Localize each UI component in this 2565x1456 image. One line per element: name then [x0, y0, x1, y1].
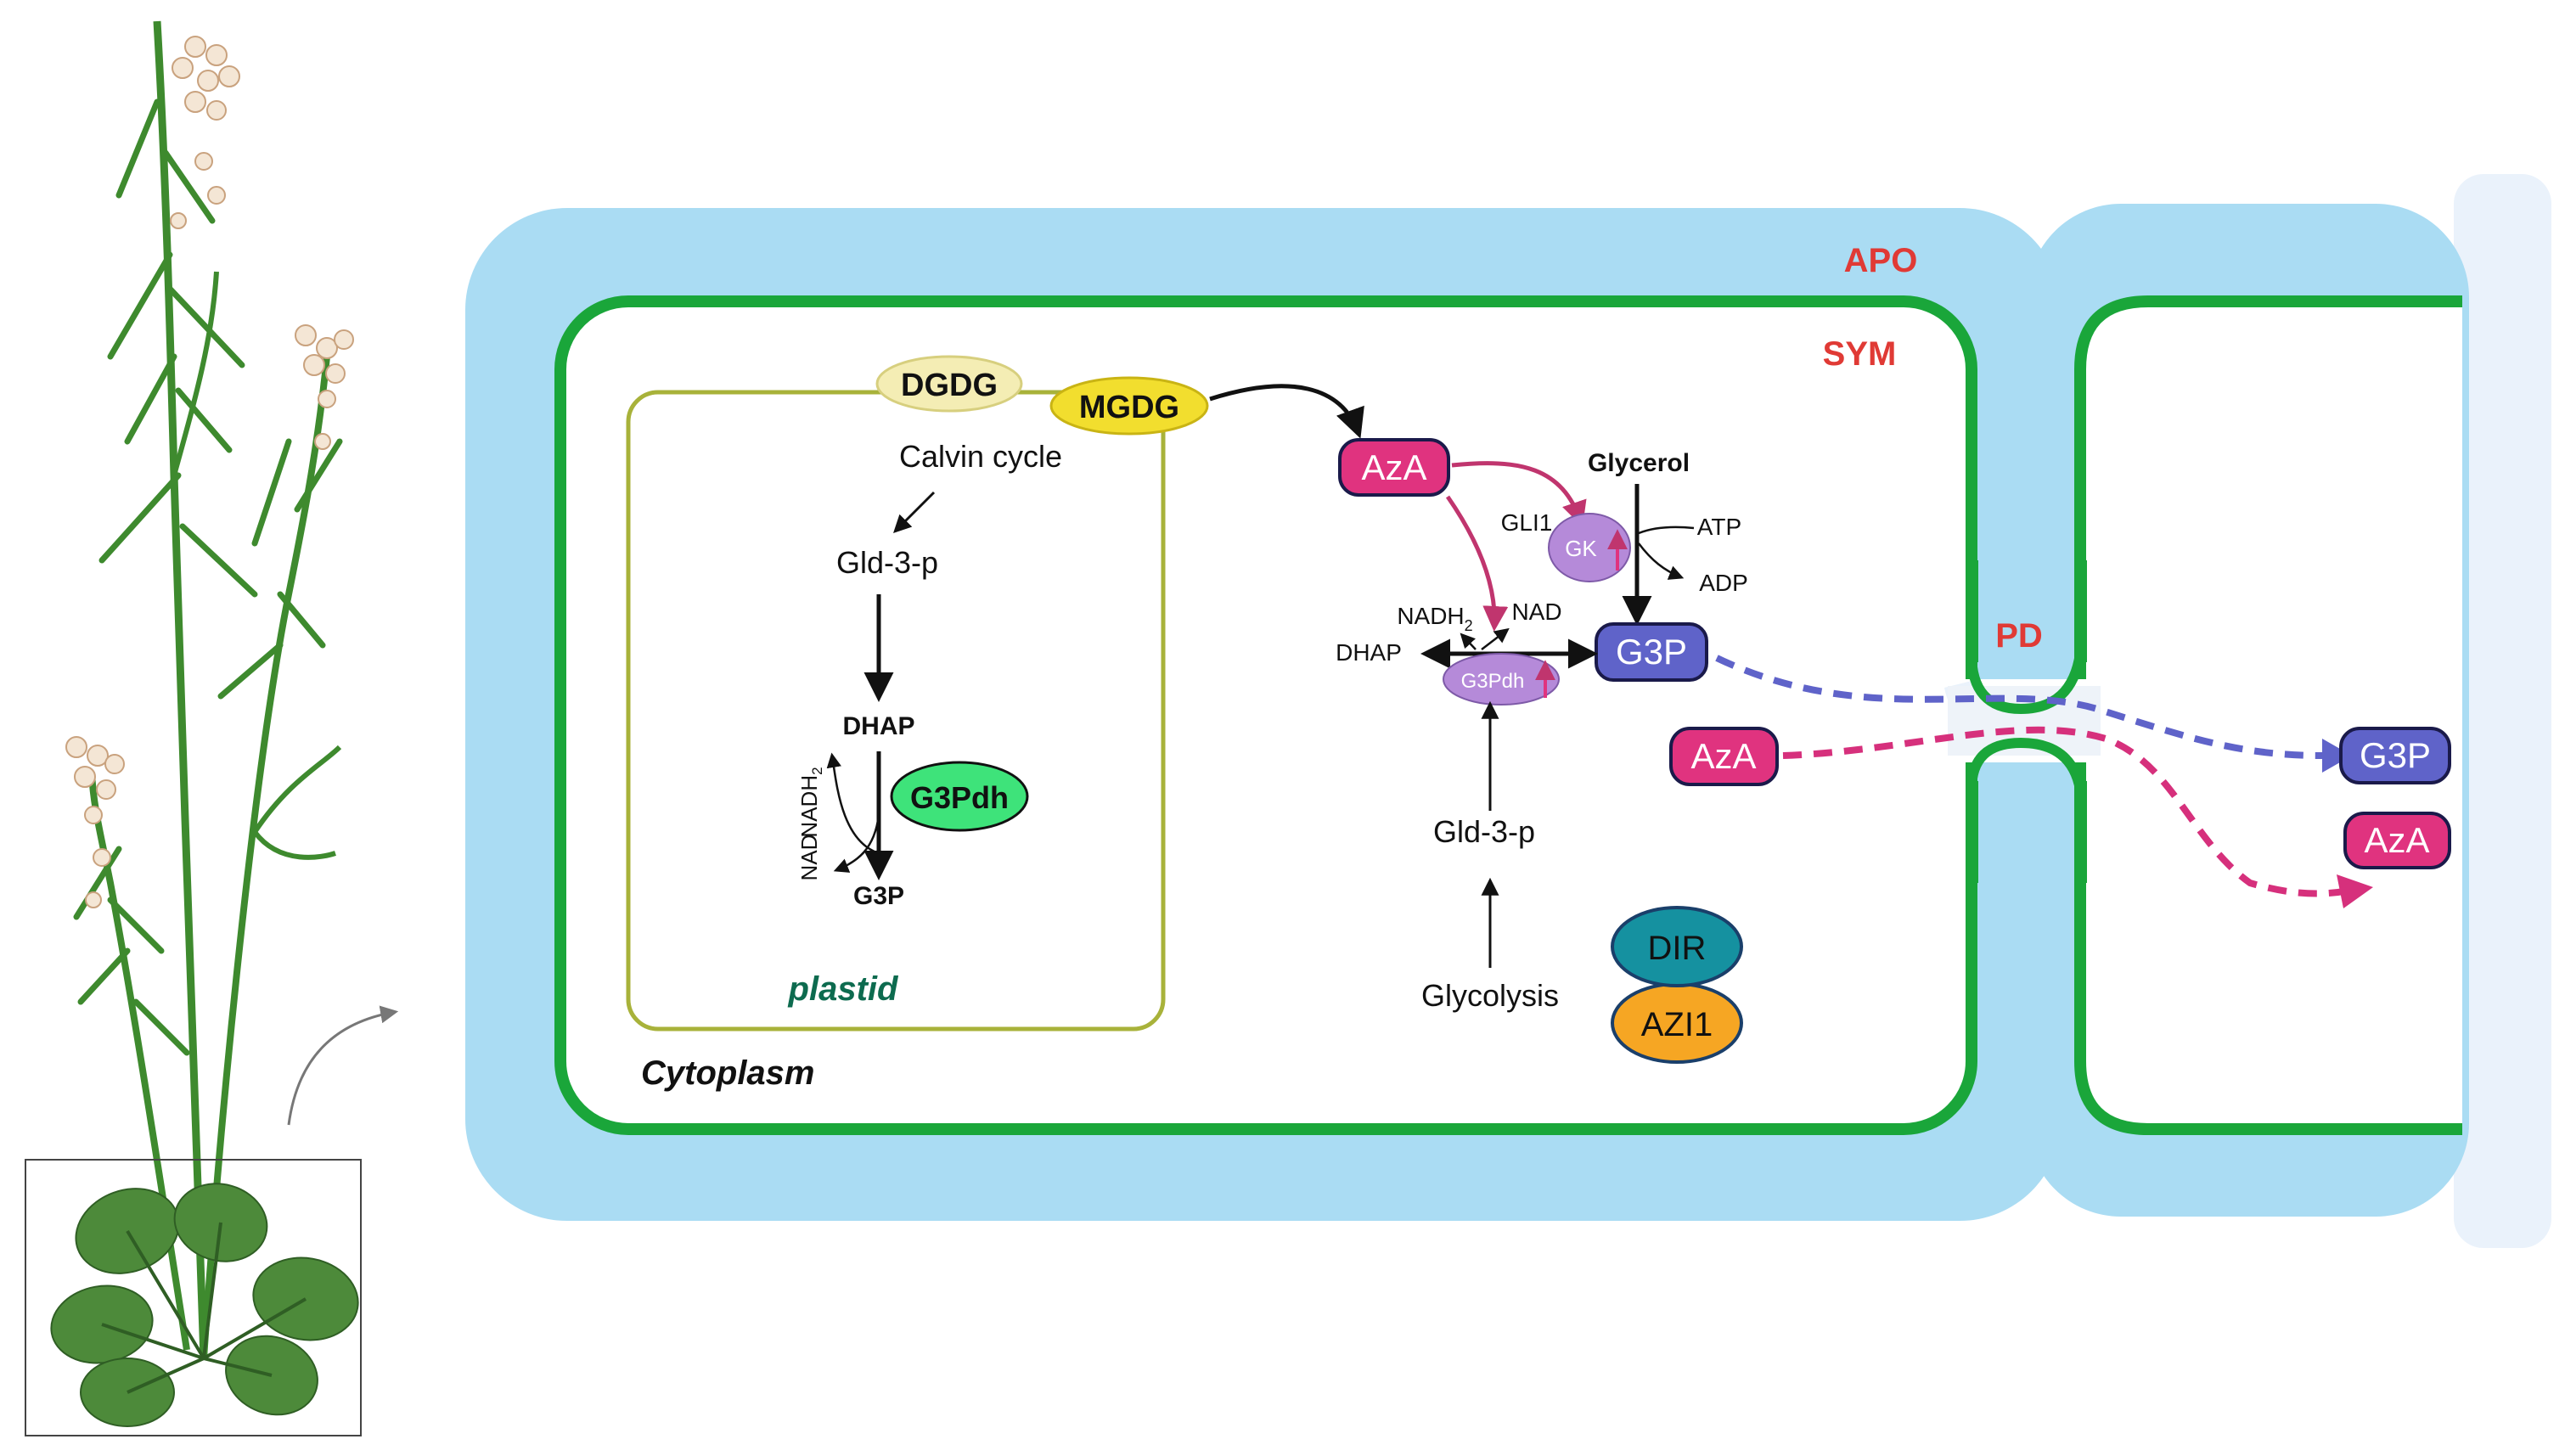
dgdg-label: DGDG — [901, 368, 998, 403]
cytosol-dhap-label: DHAP — [1336, 639, 1402, 666]
cytoplasm-label: Cytoplasm — [641, 1054, 815, 1092]
symplast-label: SYM — [1823, 335, 1897, 373]
arabidopsis-plant-illustration — [25, 20, 399, 1436]
gli1-label: GLI1 — [1501, 509, 1553, 536]
adp-label: ADP — [1699, 570, 1748, 596]
plastid-label: plastid — [788, 970, 899, 1008]
g3p-transport-arrowhead — [2322, 739, 2352, 773]
mgdg-label: MGDG — [1079, 390, 1179, 425]
g3p-transport-path — [1715, 655, 2323, 759]
zoom-arrow — [287, 1005, 399, 1126]
glycolysis-label: Glycolysis — [1421, 978, 1559, 1013]
cytosol-nadh2-label: NADH2 — [1397, 603, 1472, 634]
atp-label: ATP — [1697, 514, 1741, 540]
plastid-g3p-label: G3P — [853, 882, 904, 910]
cell-membrane-left — [554, 295, 1977, 1135]
gk-label: GK — [1565, 536, 1597, 561]
mgdg-lipid — [1049, 376, 1209, 436]
plastid-nadh2-label: NADH2 — [796, 767, 825, 837]
cell-wall-edge — [2454, 174, 2551, 1248]
aza-node-label: AzA — [1361, 447, 1426, 487]
plasmodesma-label: PD — [1995, 617, 2043, 655]
cytosol-gld3p-label: Gld-3-p — [1433, 814, 1535, 849]
plastid-nad-label: NAD — [796, 835, 822, 881]
aza-mobile-node — [1669, 727, 1779, 786]
cytosol-g3pdh-enzyme — [1443, 653, 1560, 706]
dir-label: DIR — [1648, 930, 1707, 967]
dir-protein — [1611, 906, 1743, 987]
cytosol-g3pdh-label: G3Pdh — [1461, 670, 1525, 693]
calvin-cycle-label: Calvin cycle — [899, 439, 1062, 474]
neighbor-aza-label: AzA — [2364, 820, 2429, 860]
cell-membrane-right — [2074, 295, 2462, 1135]
nad-side-arrow — [833, 814, 880, 873]
dgdg-lipid — [875, 355, 1023, 413]
aza-transport-arrowhead — [2337, 874, 2373, 908]
nadh2-cofactor-arrow — [1460, 632, 1477, 650]
rosette-box — [25, 1159, 362, 1436]
plastid-gld3p-label: Gld-3-p — [836, 545, 938, 580]
atp-consumption-arc — [1638, 526, 1695, 535]
aza-to-g3pdh-arrow — [1445, 495, 1509, 632]
adp-release-arrow — [1638, 542, 1685, 580]
glycerol-label: Glycerol — [1588, 449, 1690, 477]
plastid-g3pdh-enzyme — [890, 761, 1029, 832]
aza-mobile-label: AzA — [1690, 736, 1756, 776]
aza-node — [1338, 438, 1450, 497]
plastid-dhap-label: DHAP — [842, 712, 914, 740]
plastid-g3pdh-label: G3Pdh — [910, 780, 1009, 815]
nad-cofactor-arrow — [1481, 627, 1510, 650]
g3p-node-label: G3P — [1616, 632, 1687, 672]
apoplast-label: APO — [1844, 242, 1918, 279]
aza-to-gk-arrow — [1451, 461, 1587, 527]
neighbor-aza-node — [2343, 812, 2451, 869]
mgdg-to-aza-arrow — [1209, 384, 1364, 439]
aza-transport-path — [1782, 726, 2353, 897]
azi1-label: AZI1 — [1641, 1006, 1713, 1043]
cytosol-nad-label: NAD — [1511, 599, 1561, 625]
neighbor-g3p-label: G3P — [2360, 735, 2431, 775]
neighbor-g3p-node — [2339, 727, 2451, 784]
calvin-to-gld3p-arrow — [893, 491, 936, 533]
